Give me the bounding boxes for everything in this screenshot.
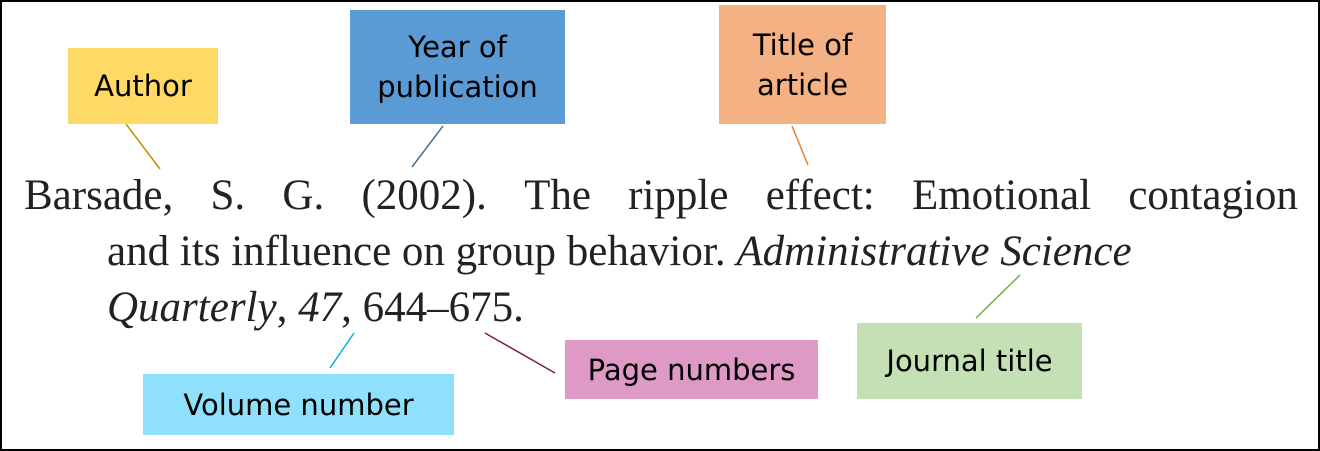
reference-word: S. xyxy=(210,172,246,219)
title-of-article-label: Title of article xyxy=(719,5,886,124)
author-connector xyxy=(125,123,161,170)
reference-line-1: Barsade, S. G. (2002). The ripple effect: Emoti… xyxy=(24,172,1298,220)
volume-number-connector xyxy=(329,332,355,369)
pages-label-text: Page numbers xyxy=(587,352,796,387)
year-connector xyxy=(411,125,444,168)
reference-volume: 47 xyxy=(298,284,342,331)
volume-number-label: Volume number xyxy=(143,374,454,435)
year-of-publication-label: Year of publication xyxy=(350,10,565,124)
article-label-line-2: article xyxy=(757,67,848,102)
reference-word: contagion xyxy=(1128,172,1298,219)
author-label: Author xyxy=(68,48,218,124)
reference-word: The xyxy=(524,172,591,219)
journal-label-text: Journal title xyxy=(886,344,1053,378)
reference-line-2: and its influence on group behavior. Adm… xyxy=(107,228,1132,276)
reference-word: ripple xyxy=(628,172,729,219)
page-numbers-label: Page numbers xyxy=(565,340,818,399)
reference-word: Barsade, xyxy=(24,172,174,219)
reference-word: (2002). xyxy=(361,172,487,219)
reference-journal-title-end: Quarterly xyxy=(107,284,277,331)
page-numbers-connector xyxy=(484,332,556,374)
reference-word: effect: xyxy=(765,172,875,219)
reference-word: G. xyxy=(282,172,325,219)
reference-journal-title-start: Administrative Science xyxy=(736,228,1132,275)
journal-title-label: Journal title xyxy=(857,323,1082,399)
journal-title-connector xyxy=(975,274,1021,319)
reference-separator: , xyxy=(276,284,299,331)
author-label-text: Author xyxy=(94,69,192,103)
article-label-text: Title of article xyxy=(753,25,852,105)
article-label-line-1: Title of xyxy=(752,27,853,62)
year-label-text: Year of publication xyxy=(377,27,538,107)
reference-pages: , 644–675. xyxy=(341,284,524,331)
reference-article-title-end: and its influence on group behavior. xyxy=(107,228,737,275)
year-label-line-1: Year of xyxy=(408,30,507,64)
volume-label-text: Volume number xyxy=(183,387,414,422)
reference-word: Emotional xyxy=(911,172,1092,219)
reference-line-3: Quarterly, 47, 644–675. xyxy=(107,284,524,332)
article-title-connector xyxy=(791,125,809,166)
year-label-line-2: publication xyxy=(377,70,538,104)
